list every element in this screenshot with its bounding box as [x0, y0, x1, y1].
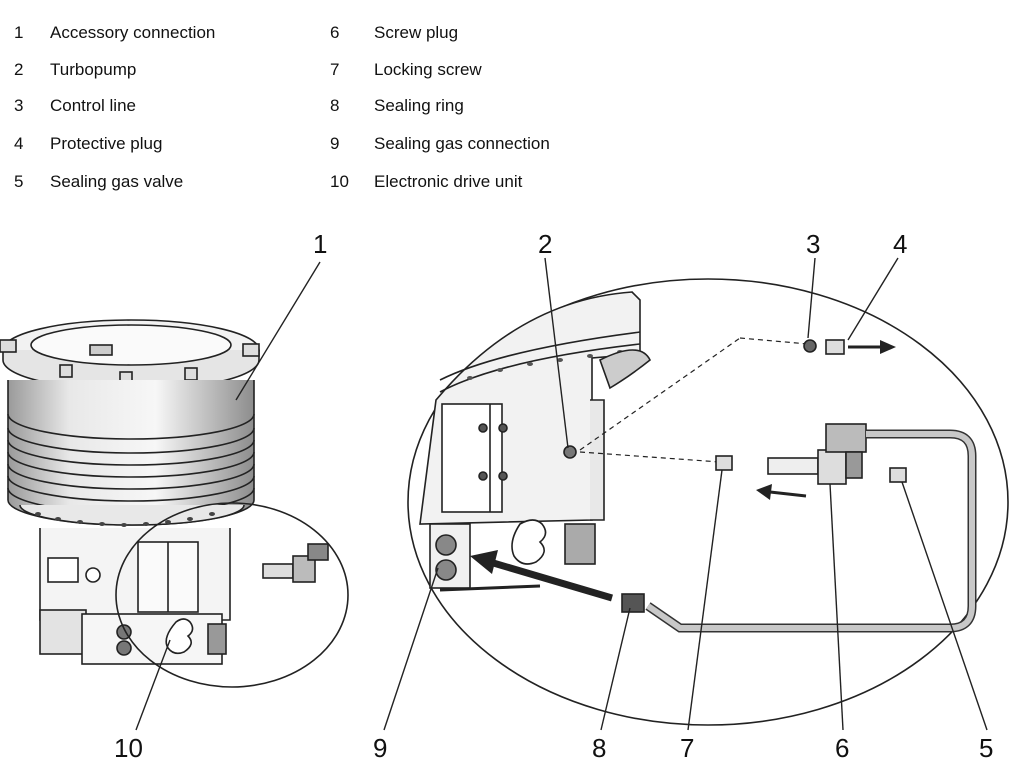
- legend-label: Sealing ring: [374, 96, 464, 115]
- callout-2: 2: [538, 229, 553, 259]
- legend-label: Sealing gas valve: [50, 172, 184, 191]
- legend-number: 8: [330, 96, 340, 115]
- legend-label: Screw plug: [374, 23, 459, 42]
- legend-number: 7: [330, 60, 340, 79]
- callout-7: 7: [680, 733, 695, 763]
- legend-label: Turbopump: [50, 60, 137, 79]
- legend-number: 1: [14, 23, 24, 42]
- legend-number: 4: [14, 134, 24, 153]
- callout-3: 3: [806, 229, 821, 259]
- callout-8: 8: [592, 733, 607, 763]
- legend-label: Locking screw: [374, 60, 482, 79]
- legend-label: Accessory connection: [50, 23, 216, 42]
- callout-10: 10: [114, 733, 143, 763]
- legend-number: 9: [330, 134, 340, 153]
- detail-view-drawing: [383, 257, 1009, 731]
- legend-label: Electronic drive unit: [374, 172, 523, 191]
- left-pump-drawing: [0, 261, 349, 731]
- legend-label: Sealing gas connection: [374, 134, 550, 153]
- legend-number: 5: [14, 172, 24, 191]
- callout-5: 5: [979, 733, 994, 763]
- callout-9: 9: [373, 733, 388, 763]
- legend-label: Control line: [50, 96, 136, 115]
- callout-4: 4: [893, 229, 908, 259]
- callout-6: 6: [835, 733, 850, 763]
- legend-number: 10: [330, 172, 349, 191]
- legend-label: Protective plug: [50, 134, 163, 153]
- legend-number: 3: [14, 96, 24, 115]
- legend-number: 2: [14, 60, 24, 79]
- callout-1: 1: [313, 229, 328, 259]
- legend-number: 6: [330, 23, 340, 42]
